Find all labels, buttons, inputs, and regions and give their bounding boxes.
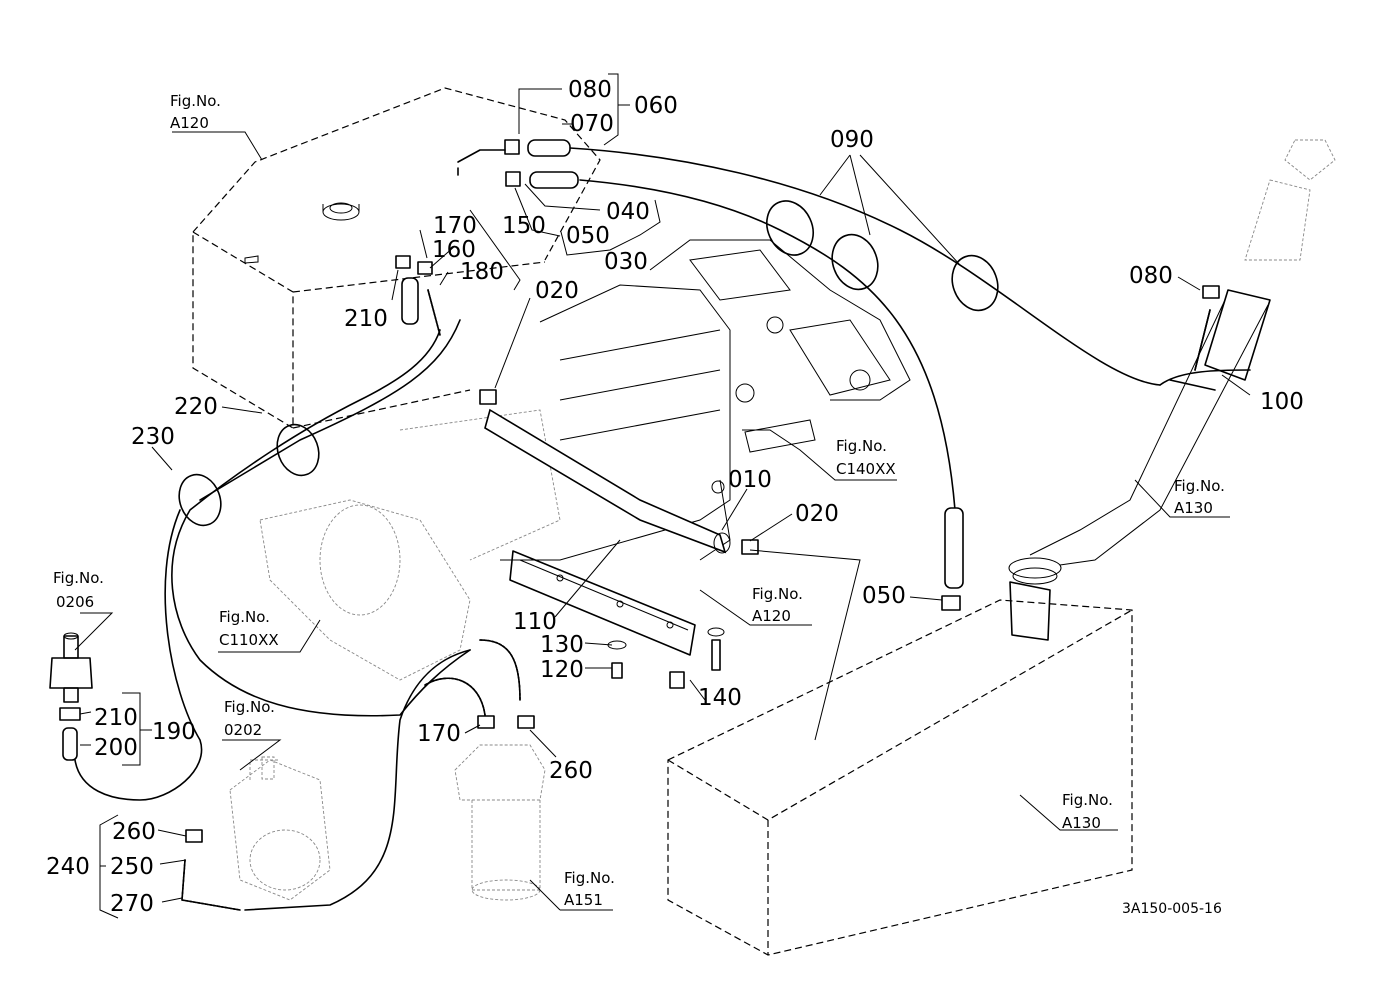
svg-text:C110XX: C110XX [219,631,279,649]
part-100: 100 [1260,389,1304,415]
svg-text:Fig.No.: Fig.No. [53,569,104,587]
part-210-top: 210 [344,306,388,332]
part-160: 160 [432,237,476,263]
engine-block [259,239,911,681]
figure-reference-c110xx: Fig.No. C110XX [219,608,279,649]
part-080-top: 080 [568,77,612,103]
svg-text:A130: A130 [1174,499,1213,517]
figure-reference-a130-lower: Fig.No. A130 [1062,791,1113,832]
svg-text:C140XX: C140XX [836,460,896,478]
figure-reference-c140xx: Fig.No. C140XX [836,437,896,478]
part-180: 180 [460,259,504,285]
part-140: 140 [698,685,742,711]
part-010: 010 [728,467,772,493]
part-230: 230 [131,424,175,450]
part-220: 220 [174,394,218,420]
svg-text:Fig.No.: Fig.No. [1174,477,1225,495]
part-130: 130 [540,632,584,658]
svg-text:Fig.No.: Fig.No. [836,437,887,455]
part-170-bottom: 170 [417,721,461,747]
sediment-filter [49,632,93,703]
part-120: 120 [540,657,584,683]
part-200: 200 [94,735,138,761]
filler-neck [1029,139,1336,566]
part-090: 090 [830,127,874,153]
part-260-right: 260 [549,758,593,784]
part-170-top: 170 [433,213,477,239]
part-020-top: 020 [535,278,579,304]
part-050-mid: 050 [862,583,906,609]
figure-reference-a120-top: Fig.No. A120 [170,92,221,132]
fuel-hoses [62,139,1211,911]
drawing-code: 3A150-005-16 [1122,901,1222,917]
part-240: 240 [46,854,90,880]
svg-text:0202: 0202 [224,721,262,739]
svg-text:0206: 0206 [56,593,94,611]
svg-text:A120: A120 [752,607,791,625]
figure-reference-a120-mid: Fig.No. A120 [752,585,803,625]
part-260-left: 260 [112,819,156,845]
svg-text:Fig.No.: Fig.No. [170,92,221,110]
part-030: 030 [604,249,648,275]
svg-text:A120: A120 [170,114,209,132]
part-060: 060 [634,93,678,119]
part-050-top: 050 [566,223,610,249]
part-270: 270 [110,891,154,917]
svg-text:Fig.No.: Fig.No. [1062,791,1113,809]
svg-text:A151: A151 [564,891,603,909]
fuel-pump [229,756,331,901]
part-250: 250 [110,854,154,880]
part-070: 070 [570,111,614,137]
part-210-left: 210 [94,705,138,731]
svg-text:A130: A130 [1062,814,1101,832]
svg-text:Fig.No.: Fig.No. [224,698,275,716]
part-190: 190 [152,719,196,745]
part-080-right: 080 [1129,263,1173,289]
fuel-tank-upper [192,87,601,430]
part-020-mid: 020 [795,501,839,527]
figure-reference-a151: Fig.No. A151 [564,869,615,909]
part-040: 040 [606,199,650,225]
part-110: 110 [513,609,557,635]
leader-lines [74,73,1251,919]
figure-reference-a130-upper: Fig.No. A130 [1174,477,1225,517]
part-150: 150 [502,213,546,239]
figure-reference-0206: Fig.No. 0206 [53,569,104,611]
svg-text:Fig.No.: Fig.No. [564,869,615,887]
svg-text:Fig.No.: Fig.No. [219,608,270,626]
figure-reference-0202: Fig.No. 0202 [224,698,275,739]
fuel-filter [454,744,546,901]
svg-text:Fig.No.: Fig.No. [752,585,803,603]
fuel-tank-lower [667,557,1133,956]
